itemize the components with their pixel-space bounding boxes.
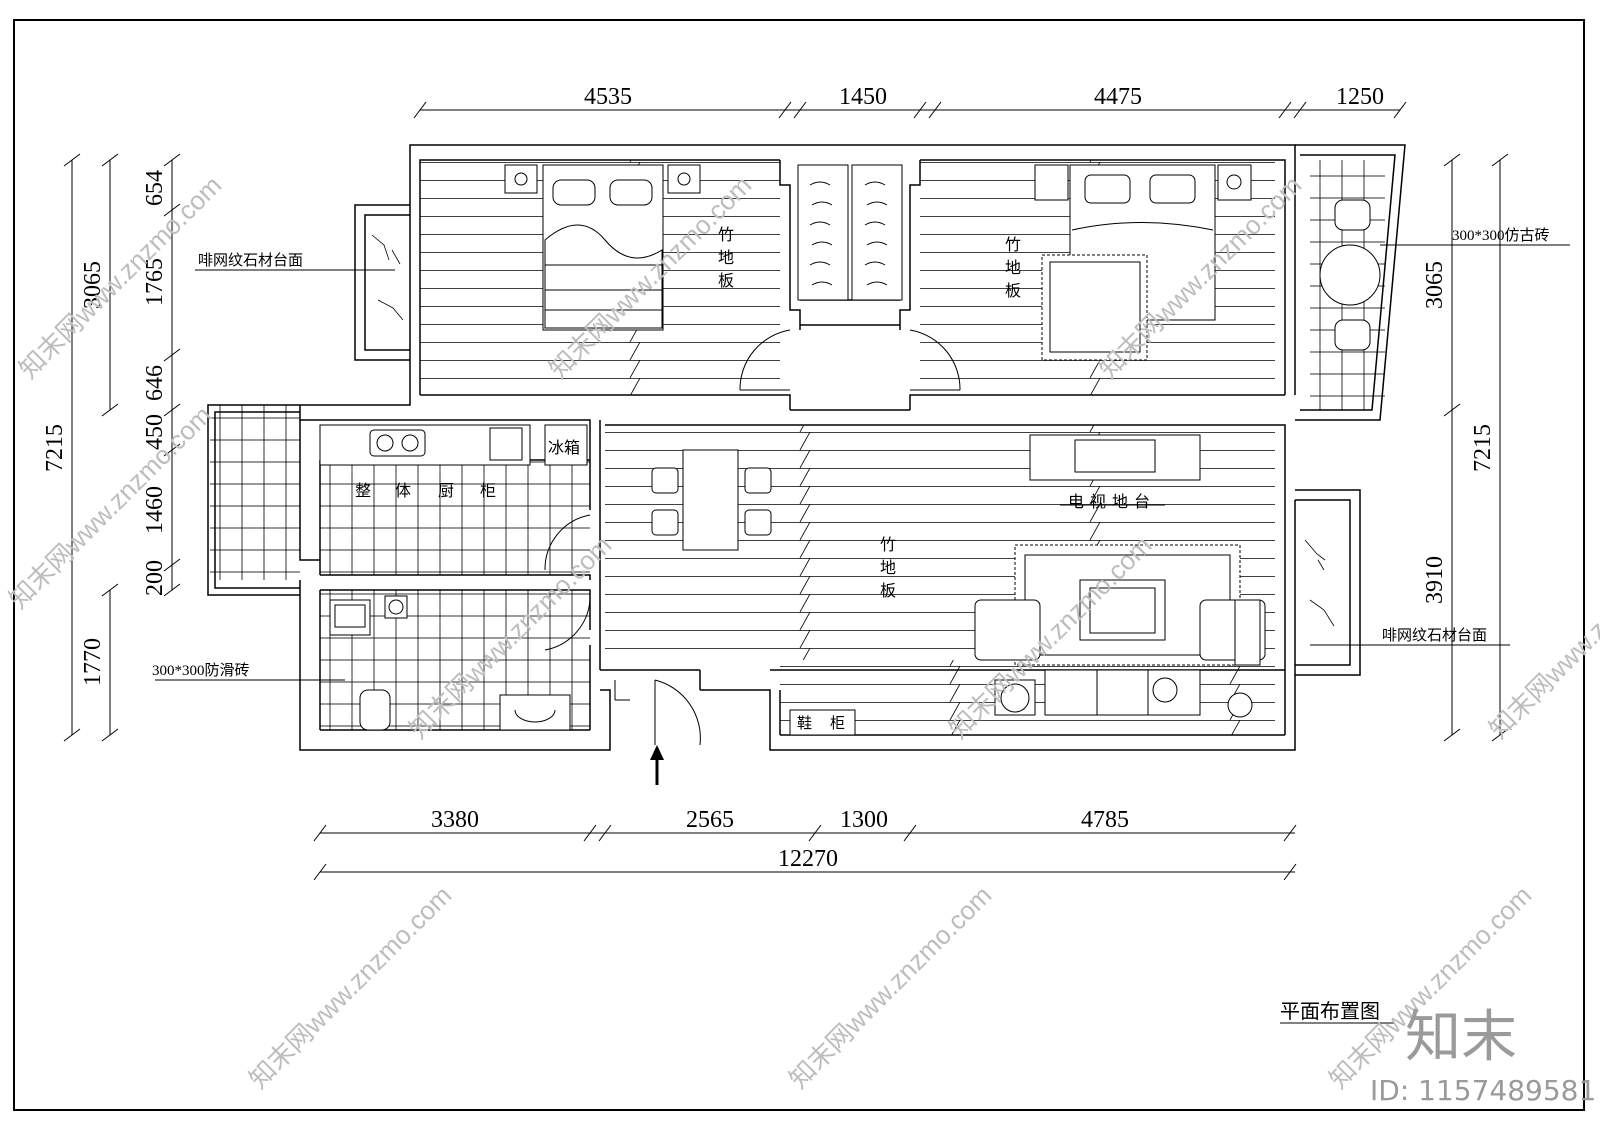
dimension-lines — [63, 101, 1570, 1024]
dim-top-1: 4535 — [584, 84, 632, 110]
dim-bottom-total: 12270 — [778, 846, 838, 872]
dim-right-outer: 7215 — [1470, 424, 1496, 472]
dim-left-mid-2: 1770 — [80, 638, 106, 686]
watermark-text-9: 知末网www.znzmo.com — [783, 880, 997, 1094]
label-stone-counter-left: 啡网纹石材台面 — [198, 252, 303, 269]
dining-table — [682, 449, 739, 551]
toilet — [359, 689, 391, 731]
dim-top-2: 1450 — [839, 84, 887, 110]
watermark-id: ID: 1157489581 — [1370, 1074, 1596, 1107]
label-antislip-tile: 300*300防滑砖 — [152, 662, 250, 679]
label-tv-stand: 电视地台 — [1068, 493, 1156, 511]
fridge — [544, 424, 588, 466]
dim-right-inner-2: 3910 — [1422, 556, 1448, 604]
stone-texture — [371, 234, 1335, 627]
label-shoe-cabinet-1: 鞋 — [797, 715, 812, 732]
watermark-text-8: 知末网www.znzmo.com — [243, 880, 457, 1094]
armchair-left — [974, 599, 1041, 661]
label-stone-counter-right: 啡网纹石材台面 — [1382, 627, 1487, 644]
dim-bottom-2: 2565 — [686, 807, 734, 833]
watermark-text-7: 知末网www.znzmo.com — [1483, 530, 1600, 744]
watermark-logo: 知末 — [1405, 1005, 1517, 1070]
label-fridge: 冰箱 — [548, 439, 580, 457]
label-bamboo-bed2-2: 地 — [1005, 259, 1021, 277]
label-shoe-cabinet-2: 柜 — [830, 715, 845, 732]
dim-left-mid-1: 3065 — [80, 261, 106, 309]
shoe-cabinet — [789, 709, 856, 736]
label-bamboo-living-2: 地 — [880, 559, 896, 577]
watermark-text-1: 知末网www.znzmo.com — [13, 170, 227, 384]
entrance-arrow-icon — [650, 745, 664, 785]
dim-left-inner-2: 1765 — [142, 258, 168, 306]
label-kitchen-cabinet-3: 厨 — [438, 483, 454, 500]
dim-bottom-3: 1300 — [840, 807, 888, 833]
dim-right-inner-1: 3065 — [1422, 261, 1448, 309]
dim-left-outer: 7215 — [42, 424, 68, 472]
dim-bottom-1: 3380 — [431, 807, 479, 833]
label-bamboo-living-1: 竹 — [880, 536, 896, 554]
label-bamboo-bed1-3: 板 — [718, 272, 734, 290]
label-bamboo-bed2-1: 竹 — [1005, 236, 1021, 254]
dim-left-inner-1: 654 — [142, 170, 168, 206]
label-bamboo-bed2-3: 板 — [1005, 282, 1021, 300]
furniture — [319, 164, 1381, 736]
wash-basin — [499, 694, 571, 731]
drawing-title: 平面布置图 — [1280, 1000, 1380, 1023]
dim-top-4: 1250 — [1336, 84, 1384, 110]
watermark-text-4: 知末网www.znzmo.com — [3, 400, 217, 614]
label-kitchen-cabinet-1: 整 — [355, 482, 371, 500]
label-antique-tile: 300*300仿古砖 — [1452, 227, 1550, 244]
dim-left-inner-5: 1460 — [142, 486, 168, 534]
label-bamboo-bed1-1: 竹 — [718, 226, 734, 244]
doors — [544, 329, 961, 746]
sheet-frame — [13, 19, 1585, 1111]
label-bamboo-bed1-2: 地 — [718, 249, 734, 267]
dim-left-inner-4: 450 — [142, 414, 168, 450]
walls — [207, 144, 1406, 751]
rug-bedroom — [1041, 254, 1148, 361]
annotation-labels: 啡网纹石材台面 300*300仿古砖 300*300防滑砖 啡网纹石材台面 冰箱… — [152, 226, 1550, 1023]
label-kitchen-cabinet-4: 柜 — [480, 482, 496, 500]
dim-bottom-4: 4785 — [1081, 807, 1129, 833]
dim-left-inner-6: 200 — [142, 560, 168, 596]
label-bamboo-living-3: 板 — [880, 582, 896, 600]
label-kitchen-cabinet-2: 体 — [395, 482, 411, 500]
dim-top-3: 4475 — [1094, 84, 1142, 110]
dimension-labels: 4535 1450 4475 1250 3380 2565 1300 4785 … — [42, 84, 1496, 872]
dim-left-inner-3: 646 — [142, 365, 168, 401]
